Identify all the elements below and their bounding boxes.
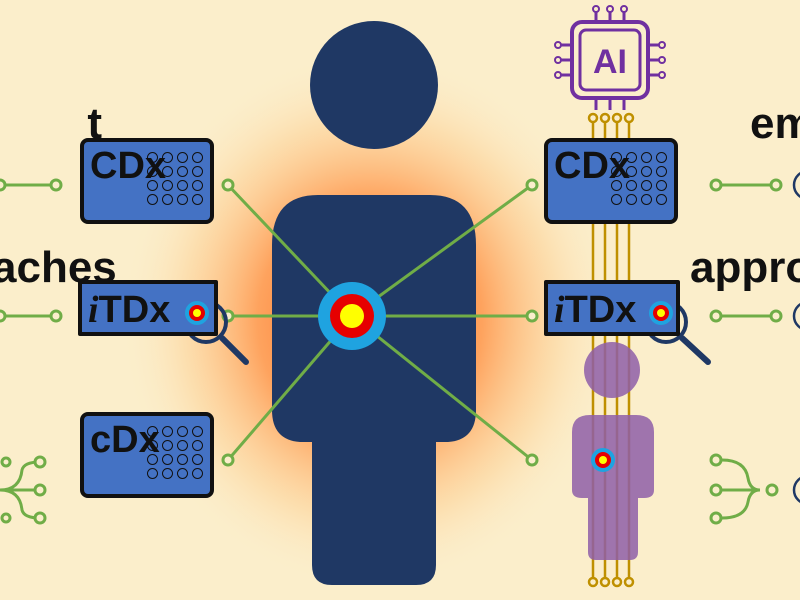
patient-figure	[272, 21, 476, 585]
itdx-suffix: TDx	[98, 289, 171, 331]
ai-patient-body	[572, 415, 654, 560]
ai-patient-target	[591, 448, 615, 472]
cdx-lower-box-label: cDx	[90, 419, 160, 461]
left-heading-line1: t	[87, 99, 102, 148]
right-approaches-heading: em appro	[690, 4, 800, 388]
itdx-box-label: iTDx	[88, 288, 170, 332]
patient-head	[310, 21, 438, 149]
itdx-target-icon-left	[185, 301, 209, 325]
cdx-lower-box-left: cDx	[80, 412, 214, 498]
central-target	[318, 282, 386, 350]
itdx-suffix: TDx	[564, 289, 637, 331]
ai-chip-label: AI	[593, 43, 627, 81]
itdx-box-left: iTDx	[78, 280, 218, 336]
itdx-box-right: iTDx	[544, 280, 680, 336]
patient-body	[272, 195, 476, 585]
connector-end-circles	[221, 178, 539, 467]
dot-grid	[147, 426, 204, 479]
cdx-box-right: CDx	[544, 138, 678, 224]
ai-patient-head	[584, 342, 640, 398]
dot-grid	[611, 152, 668, 205]
itdx-prefix: i	[554, 289, 565, 331]
ai-chip-icon: AI	[554, 5, 666, 110]
cdx-box-left: CDx	[80, 138, 214, 224]
itdx-target-icon-right	[649, 301, 673, 325]
itdx-box-label: iTDx	[554, 288, 636, 332]
dot-grid	[147, 152, 204, 205]
right-edge-partial-icons	[792, 172, 800, 503]
right-edge-connectors	[709, 178, 783, 525]
itdx-prefix: i	[88, 289, 99, 331]
left-edge-connectors	[0, 178, 63, 525]
ai-patient-figure	[572, 342, 654, 560]
right-heading-line1: em	[750, 99, 800, 148]
right-heading-line2: appro	[690, 243, 800, 292]
